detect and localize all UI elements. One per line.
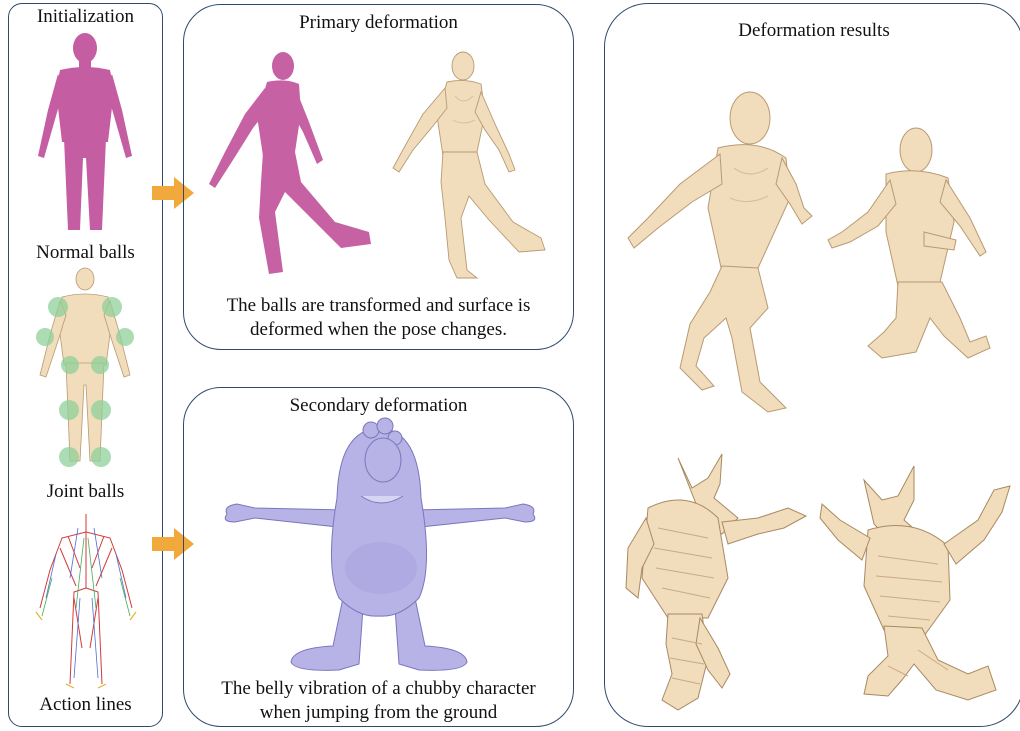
result-kneeling-man-figure: [820, 122, 1000, 382]
results-title: Deformation results: [604, 20, 1020, 42]
primary-caption-line-1: The balls are transformed and surface is: [190, 294, 567, 318]
result-running-man-figure: [618, 88, 818, 418]
normal-balls-figure: [28, 265, 143, 475]
primary-title: Primary deformation: [183, 12, 574, 34]
joint-balls-label: Joint balls: [8, 481, 163, 503]
primary-caption-line-2: deformed when the pose changes.: [190, 318, 567, 342]
ball-body-figure: [28, 30, 143, 240]
initialization-label: Initialization: [8, 6, 163, 28]
result-creature-one-figure: [618, 448, 818, 716]
secondary-caption-line-1: The belly vibration of a chubby characte…: [188, 677, 569, 701]
secondary-title: Secondary deformation: [183, 395, 574, 417]
action-lines-figure: [30, 508, 142, 690]
normal-balls-label: Normal balls: [8, 242, 163, 264]
primary-surface-figure: [385, 50, 560, 282]
action-lines-label: Action lines: [8, 694, 163, 716]
chubby-character-figure: [215, 418, 545, 674]
primary-caption: The balls are transformed and surface is…: [190, 294, 567, 342]
secondary-caption: The belly vibration of a chubby characte…: [188, 677, 569, 725]
primary-balls-figure: [205, 52, 380, 282]
result-creature-two-figure: [818, 460, 1018, 710]
secondary-caption-line-2: when jumping from the ground: [188, 701, 569, 725]
